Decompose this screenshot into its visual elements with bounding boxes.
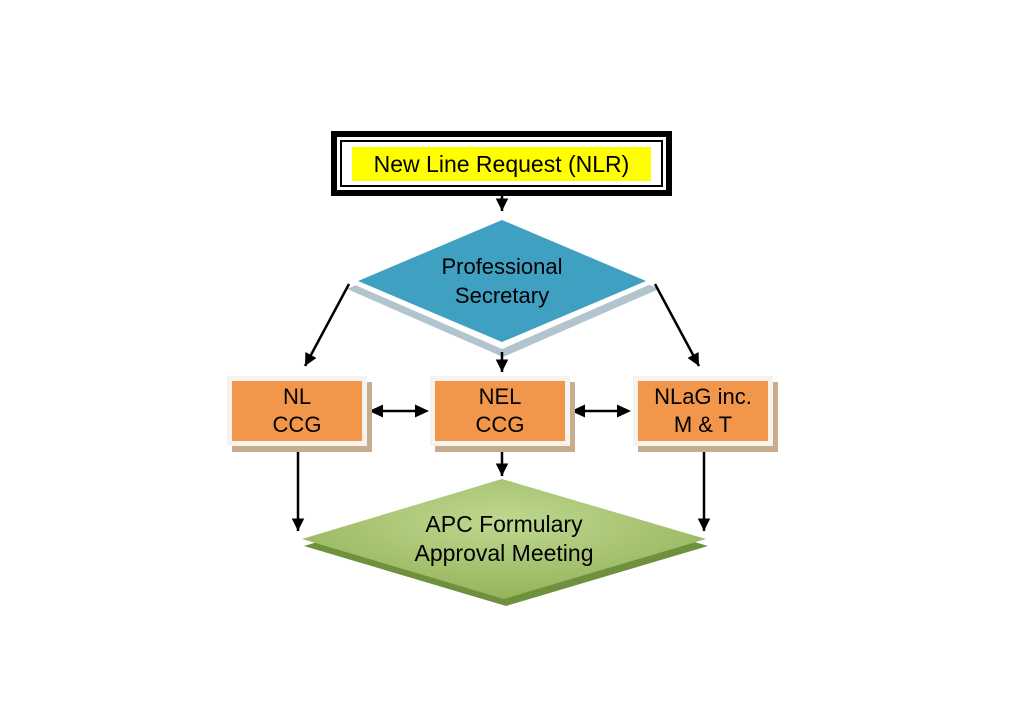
arrow-secretary-to-nlag [653,283,701,367]
node-nlag-inc-mt-label-line1: NLaG inc. [654,384,752,409]
node-professional-secretary-label-line1: Professional [441,254,563,279]
secretary-diamond [358,220,646,342]
node-new-line-request: New Line Request (NLR) [331,131,672,196]
node-new-line-request-label: New Line Request (NLR) [351,146,652,181]
apc-diamond [302,479,706,599]
node-nel-ccg: NEL CCG [430,376,570,446]
double-arrow-nel-nlag-right-head [617,404,631,418]
double-arrow-nl-nel-right-head [415,404,429,418]
node-new-line-request-inner-border: New Line Request (NLR) [340,140,663,187]
node-nl-ccg: NL CCG [227,376,367,446]
double-arrow-nel-nlag-left-head [571,404,585,418]
double-arrow-nl-nel-left-head [369,404,383,418]
node-apc-formulary-label-line2: Approval Meeting [414,540,594,566]
node-professional-secretary-label-line2: Secretary [454,283,550,308]
node-nlag-inc-mt: NLaG inc. M & T [633,376,773,446]
node-nel-ccg-label-line2: CCG [475,412,525,437]
node-nl-ccg-label-line2: CCG [272,412,322,437]
node-professional-secretary-label: Professional Secretary [352,252,652,310]
node-apc-formulary-label-line1: APC Formulary [425,511,583,537]
node-nl-ccg-label-line1: NL [282,384,312,409]
node-nlag-inc-mt-label-line2: M & T [673,412,733,437]
arrow-secretary-to-nl-ccg [303,283,351,367]
node-nel-ccg-label-line1: NEL [478,384,522,409]
node-apc-formulary-label: APC Formulary Approval Meeting [354,510,654,568]
